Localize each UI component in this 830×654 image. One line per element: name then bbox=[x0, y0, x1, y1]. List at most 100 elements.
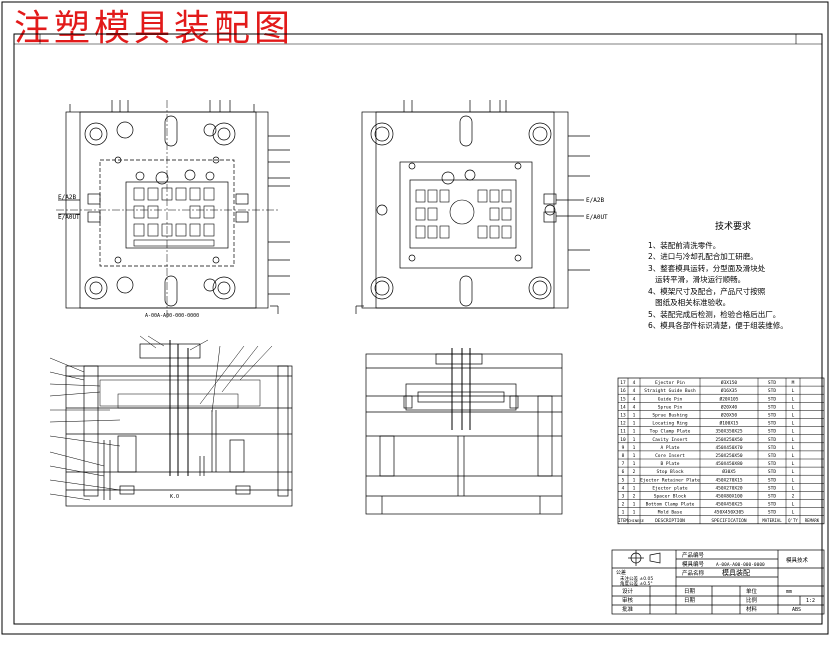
technical-requirements: 技术要求 1、装配前清洗零件。 2、进口与冷却孔配合加工研磨。 3、整套模具运转… bbox=[648, 222, 818, 332]
bom-row-chinese: 1 bbox=[633, 510, 636, 516]
bom-row-material: STD bbox=[768, 445, 776, 451]
bom-row-description: Sprue Bushing bbox=[652, 413, 688, 419]
plan-view-moving-half bbox=[355, 100, 590, 314]
bom-row-item-no: 4 bbox=[622, 485, 625, 491]
bom-row-item-no: 10 bbox=[620, 437, 626, 443]
bom-row-item-no: 16 bbox=[620, 388, 626, 394]
tech-req-item: 2、进口与冷却孔配合加工研磨。 bbox=[648, 252, 758, 261]
bom-row-item-no: 15 bbox=[620, 396, 626, 402]
bom-row-item-no: 14 bbox=[620, 404, 626, 410]
bom-row-qty: L bbox=[792, 437, 795, 443]
bom-row-item-no: 6 bbox=[622, 469, 625, 475]
bom-row-material: STD bbox=[768, 413, 776, 419]
bom-row-qty: L bbox=[792, 461, 795, 467]
bom-row-description: Spacer Block bbox=[654, 494, 687, 500]
bom-row-specification: 250X250X50 bbox=[715, 437, 742, 443]
bom-row-chinese: 1 bbox=[633, 413, 636, 419]
bom-row-qty: 2 bbox=[792, 494, 795, 500]
title-block-date-2: 日期 bbox=[684, 597, 696, 604]
bom-row-material: STD bbox=[768, 404, 776, 410]
bom-row-specification: Ø30X5 bbox=[722, 468, 736, 475]
bom-row-material: STD bbox=[768, 421, 776, 427]
view-label-out-left: E/A0UT bbox=[58, 214, 80, 221]
bom-row-specification: 450X270X15 bbox=[715, 477, 742, 483]
bom-row-qty: M bbox=[792, 380, 795, 386]
bom-row-material: STD bbox=[768, 494, 776, 500]
bom-row-material: STD bbox=[768, 477, 776, 483]
bom-row-material: STD bbox=[768, 502, 776, 508]
bom-row-description: Sprue Pin bbox=[658, 404, 683, 410]
bom-row-chinese: 4 bbox=[633, 380, 636, 386]
bom-row-qty: L bbox=[792, 421, 795, 427]
bom-row-description: Straight Guide Bush bbox=[644, 388, 696, 394]
bom-row-chinese: 1 bbox=[633, 461, 636, 467]
bom-row-description: A Plate bbox=[661, 445, 680, 451]
bom-header-description: DESCRIPTION bbox=[655, 518, 685, 524]
bom-row-chinese: 2 bbox=[633, 494, 636, 500]
section-view-a-mark: K.O bbox=[170, 494, 179, 500]
tech-req-item: 3、整套模具运转，分型面及滑块处 bbox=[648, 263, 766, 273]
bom-row-qty: L bbox=[792, 453, 795, 459]
bom-row-specification: Ø20X105 bbox=[720, 395, 739, 402]
bom-row-material: STD bbox=[768, 380, 776, 386]
view-label-in-right: E/A2B bbox=[586, 197, 604, 204]
title-block-tolerance-title: 公差 bbox=[616, 569, 626, 576]
bom-row-qty: L bbox=[792, 388, 795, 394]
bom-row-chinese: 1 bbox=[633, 502, 636, 508]
bom-row-specification: Ø3X150 bbox=[721, 379, 738, 386]
bom-row-qty: L bbox=[792, 469, 795, 475]
title-block-date-1: 日期 bbox=[684, 588, 696, 595]
bom-row-item-no: 8 bbox=[622, 453, 625, 459]
bom-row-item-no: 9 bbox=[622, 445, 625, 451]
bom-row-chinese: 4 bbox=[633, 404, 636, 410]
title-block-tolerance-a: 未注公差 ±0.05 bbox=[620, 575, 653, 582]
bom-row-description: Guide Pin bbox=[658, 396, 683, 402]
bom-row-qty: L bbox=[792, 510, 795, 516]
bom-header-qty: Q'TY bbox=[788, 518, 798, 523]
bom-row-specification: 450X450X25 bbox=[715, 502, 742, 508]
bom-header-material: MATERIAL bbox=[762, 518, 782, 523]
bom-row-qty: L bbox=[792, 485, 795, 491]
bom-row-qty: L bbox=[792, 396, 795, 402]
drawing-title: 注塑模具装配图 bbox=[14, 8, 295, 49]
bom-row-specification: 450X450X80 bbox=[715, 461, 742, 467]
title-block-scale-label: 比例 bbox=[746, 596, 758, 604]
view-label-in-left: E/A2B bbox=[58, 194, 76, 201]
tech-req-item: 5、装配完成后检测，检验合格后出厂。 bbox=[648, 309, 781, 319]
bom-row-chinese: 1 bbox=[633, 437, 636, 443]
bom-header-remark: REMARK bbox=[805, 518, 820, 523]
bom-row-description: Ejector plate bbox=[652, 485, 688, 491]
bom-row-chinese: 2 bbox=[633, 469, 636, 475]
bom-header-item: ITEM bbox=[618, 518, 628, 523]
tech-req-item: 4、模架尺寸及配合，产品尺寸按照 bbox=[648, 286, 766, 296]
bom-row-chinese: 4 bbox=[633, 388, 636, 394]
bom-row-chinese: 1 bbox=[633, 421, 636, 427]
bom-row-item-no: 2 bbox=[622, 502, 625, 508]
bom-row-chinese: 1 bbox=[633, 445, 636, 451]
bom-row-material: STD bbox=[768, 429, 776, 435]
bom-row-description: Core Insert bbox=[655, 453, 685, 459]
bom-row-specification: Ø100X15 bbox=[720, 420, 739, 427]
bom-row-chinese: 1 bbox=[633, 429, 636, 435]
bom-row-chinese: 4 bbox=[633, 396, 636, 402]
title-block-product-no-label: 产品编号 bbox=[682, 551, 705, 559]
title-block-product-name-value: 模具装配 bbox=[722, 568, 750, 577]
bom-row-chinese: 1 bbox=[633, 485, 636, 491]
bom-row-specification: 450X270X20 bbox=[715, 485, 742, 491]
bom-row-description: Ejector Retainer Plate bbox=[640, 477, 700, 483]
bom-row-specification: 450X450X70 bbox=[715, 445, 742, 451]
bom-row-item-no: 3 bbox=[622, 494, 625, 500]
title-block-company: 模具技术 bbox=[786, 556, 809, 564]
bom-row-description: Cavity Insert bbox=[652, 437, 688, 443]
bom-row-qty: L bbox=[792, 502, 795, 508]
tech-req-heading: 技术要求 bbox=[714, 222, 751, 232]
bom-row-qty: L bbox=[792, 413, 795, 419]
section-view-b bbox=[365, 348, 563, 515]
bom-row-description: Mold Base bbox=[658, 510, 683, 516]
bom-row-description: Ejector Pin bbox=[655, 380, 685, 386]
bom-row-description: Stop Block bbox=[656, 469, 683, 475]
title-block-product-name-label: 产品名称 bbox=[682, 569, 705, 577]
outer-frame bbox=[1, 1, 829, 635]
